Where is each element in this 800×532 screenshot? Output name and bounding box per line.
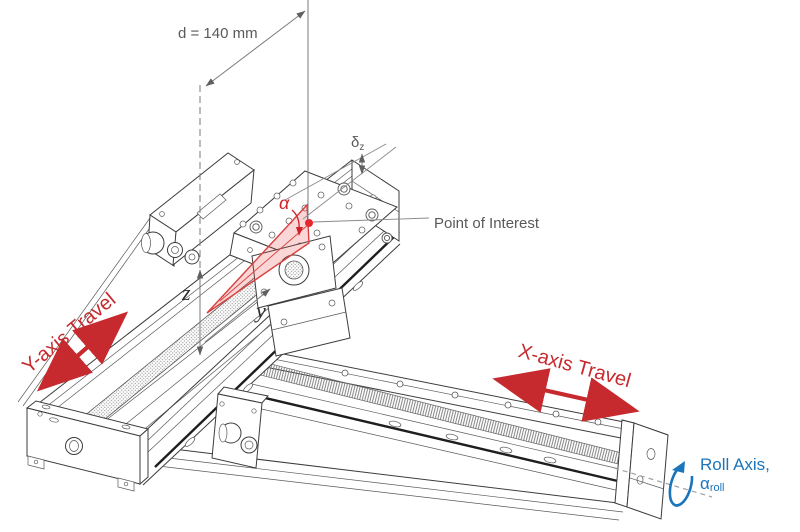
x-travel-arrow: [492, 368, 640, 422]
y-stage-drawing: [17, 150, 401, 492]
delta-z-label: δz: [351, 134, 364, 153]
roll-axis-label: Roll Axis,: [700, 455, 770, 474]
x-stage-end-block: [614, 419, 669, 520]
deviated-path-line: [302, 146, 397, 220]
point-of-interest-label: Point of Interest: [434, 215, 540, 232]
x-rail-slots: [388, 420, 557, 464]
roll-axis-indicator: [668, 461, 694, 507]
ideal-path-line: [284, 143, 387, 201]
roll-axis-line: [613, 467, 713, 498]
alpha-label: α: [279, 193, 290, 213]
y-travel-arrow: [36, 311, 129, 392]
roll-alpha-label: αroll: [700, 474, 725, 494]
poi-leader-line: [312, 217, 430, 223]
x-stage-motor-block: [211, 386, 269, 469]
y-stage-end-cap: [25, 400, 150, 492]
distance-dimension-label: d = 140 mm: [178, 25, 258, 42]
z-axis-label: z: [181, 280, 191, 305]
y-stage-nut-housing: [251, 235, 337, 309]
angular-error-wedge: [206, 203, 313, 314]
y-stage-motor-block: [141, 152, 255, 267]
distance-dimension-arrow: [205, 10, 306, 87]
y-axis-arrow: [204, 288, 271, 343]
annotations: [196, 0, 713, 498]
x-stage-drawing: [147, 326, 669, 521]
roll-rotation-arrow-icon: [668, 464, 694, 507]
point-of-interest-dot: [305, 219, 313, 227]
x-travel-label: X-axis Travel: [516, 340, 633, 392]
y-axis-label: y: [254, 298, 266, 323]
xy-bracket: [267, 287, 351, 357]
